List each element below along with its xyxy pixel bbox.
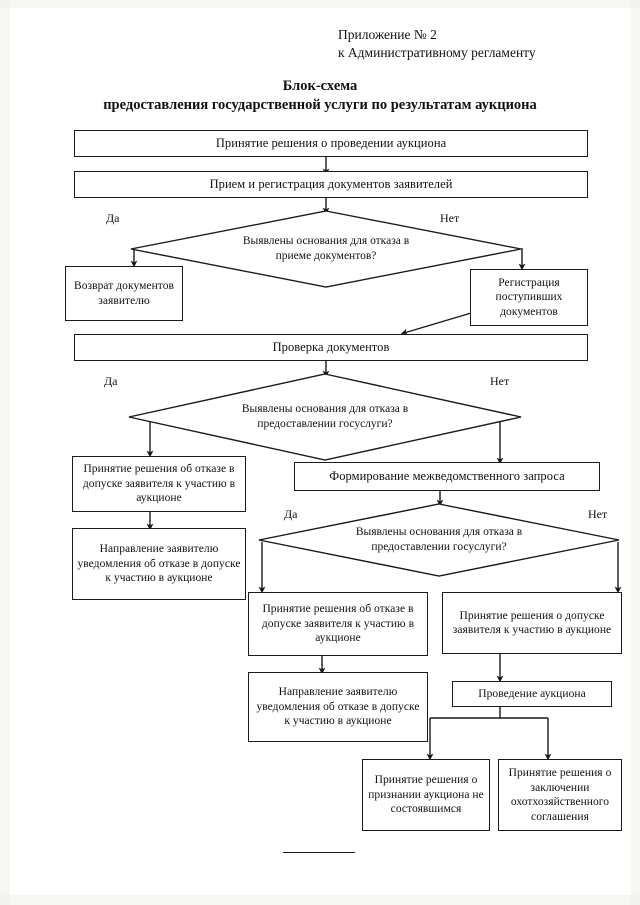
flow-node-decision[interactable]: Выявлены основания для отказа в предоста… [258, 503, 620, 577]
flow-node-process[interactable]: Принятие решения о допуске заявителя к у… [442, 592, 622, 654]
flow-node-process[interactable]: Возврат документов заявителю [65, 266, 183, 321]
page-subtitle: предоставления государственной услуги по… [103, 97, 537, 113]
flow-node-process[interactable]: Принятие решения об отказе в допуске зая… [72, 456, 246, 512]
flow-node-process[interactable]: Проведение аукциона [452, 681, 612, 707]
footer-divider [283, 852, 355, 853]
flow-node-process[interactable]: Направление заявителю уведомления об отк… [248, 672, 428, 742]
scan-edge-left [0, 0, 10, 905]
flow-node-process[interactable]: Направление заявителю уведомления об отк… [72, 528, 246, 600]
flow-node-process[interactable]: Принятие решения о заключении охотхозяйс… [498, 759, 622, 831]
flow-node-process[interactable]: Принятие решения о проведении аукциона [74, 130, 588, 157]
flow-node-process[interactable]: Регистрация поступивших документов [470, 269, 588, 326]
scan-edge-right [631, 0, 640, 905]
appendix-reference: к Административному регламенту [338, 45, 536, 60]
flow-node-process[interactable]: Формирование межведомственного запроса [294, 462, 600, 491]
branch-label-yes: Да [284, 507, 298, 521]
flow-node-process[interactable]: Прием и регистрация документов заявителе… [74, 171, 588, 198]
branch-label-yes: Да [104, 374, 118, 388]
branch-label-no: Нет [440, 211, 460, 225]
flow-node-decision[interactable]: Выявлены основания для отказа в приеме д… [130, 210, 522, 288]
flow-node-process[interactable]: Принятие решения о признании аукциона не… [362, 759, 490, 831]
flow-node-decision[interactable]: Выявлены основания для отказа в предоста… [128, 373, 522, 461]
scan-edge-bottom [0, 895, 640, 905]
page-title: Блок-схема [282, 78, 358, 94]
branch-label-no: Нет [490, 374, 510, 388]
flow-node-process[interactable]: Проверка документов [74, 334, 588, 361]
flow-node-process[interactable]: Принятие решения об отказе в допуске зая… [248, 592, 428, 656]
branch-label-yes: Да [106, 211, 120, 225]
appendix-number: Приложение № 2 [338, 27, 437, 42]
scan-edge-top [0, 0, 640, 8]
branch-label-no: Нет [588, 507, 608, 521]
